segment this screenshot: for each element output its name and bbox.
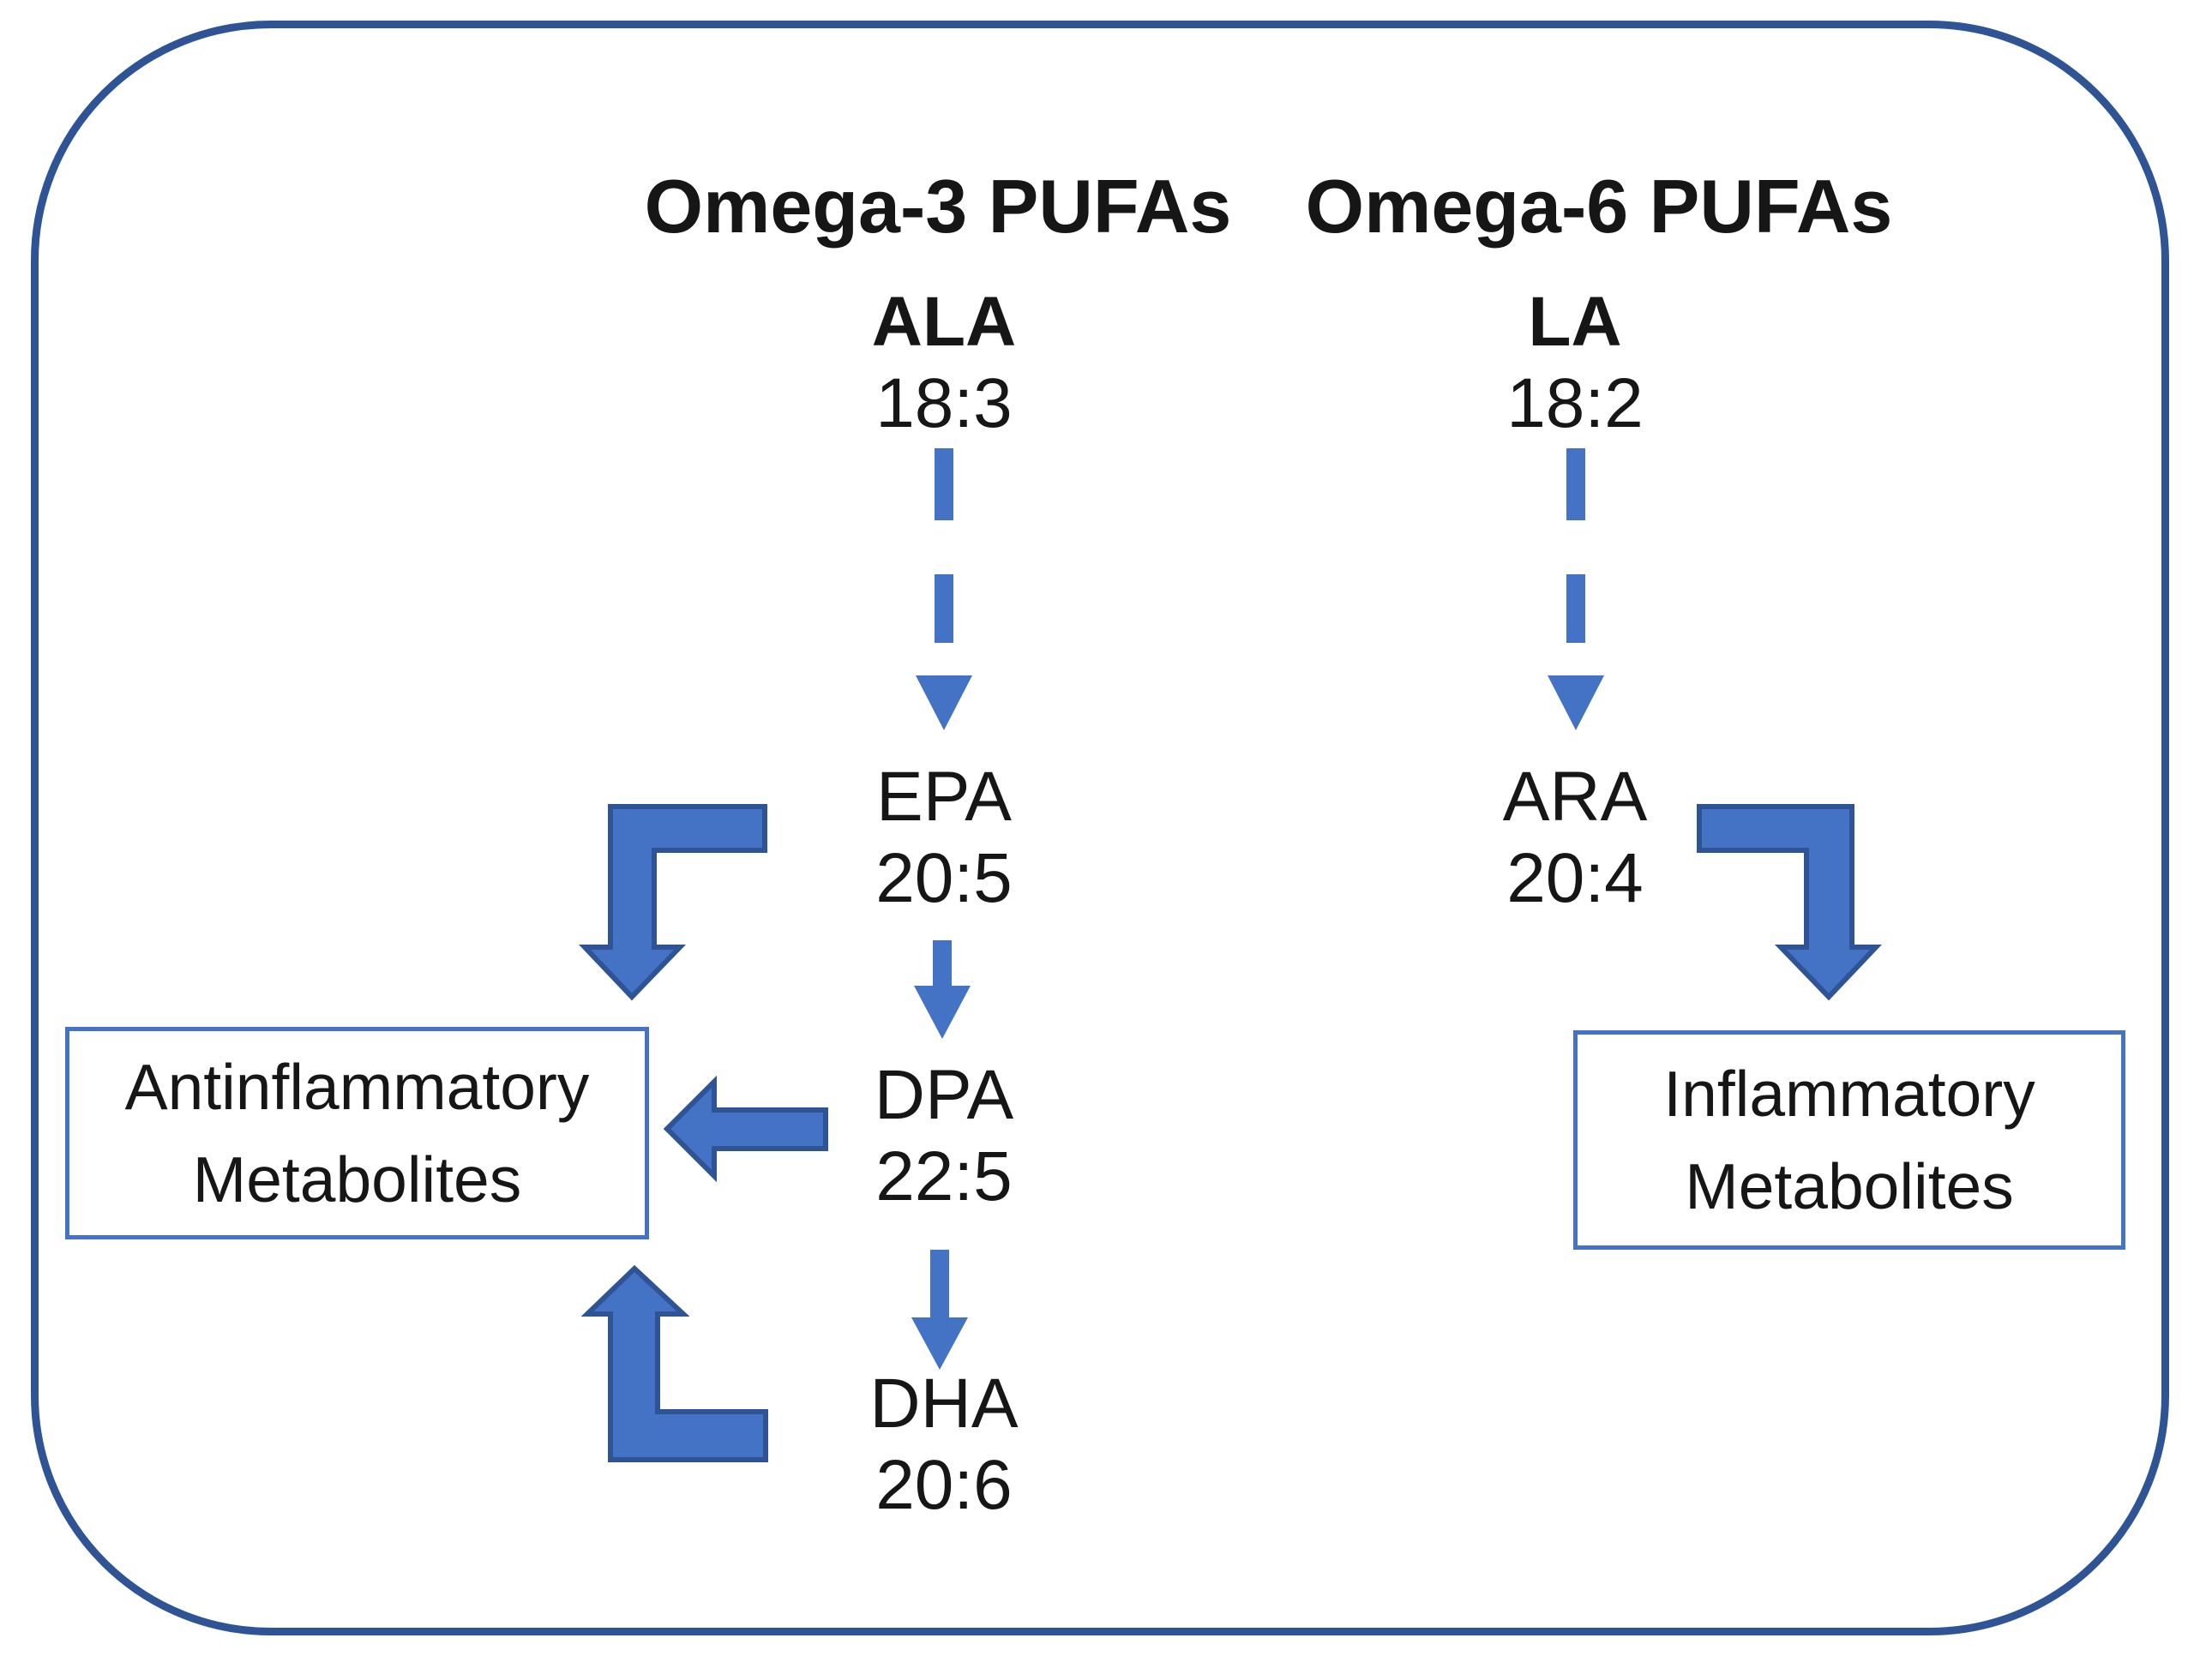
node-ara-name: ARA [1502, 758, 1648, 836]
node-ala-name: ALA [871, 283, 1017, 361]
node-ara-ratio: 20:4 [1506, 839, 1644, 917]
node-dha: DHA 20:6 [772, 1363, 1115, 1526]
dashed-down-arrow-ala-epa-icon [916, 448, 972, 730]
box-inflam-line2: Metabolites [1685, 1150, 2014, 1222]
solid-down-arrow-dpa-dha-icon [911, 1250, 968, 1370]
elbow-arrow-dha-to-antiinflammatory-icon [580, 1264, 768, 1462]
node-ala-ratio: 18:3 [875, 364, 1013, 442]
box-anti-line2: Metabolites [192, 1143, 522, 1215]
node-ala: ALA 18:3 [772, 281, 1115, 444]
node-la-name: LA [1528, 283, 1622, 361]
elbow-arrow-epa-to-antiinflammatory-icon [579, 804, 767, 1001]
node-epa: EPA 20:5 [772, 756, 1115, 919]
box-inflammatory-metabolites: Inflammatory Metabolites [1573, 1030, 2125, 1250]
elbow-arrow-ara-to-inflammatory-icon [1697, 804, 1882, 1001]
solid-down-arrow-epa-dpa-icon [914, 940, 971, 1039]
node-la: LA 18:2 [1404, 281, 1746, 444]
node-ara: ARA 20:4 [1404, 756, 1746, 919]
node-epa-ratio: 20:5 [875, 839, 1013, 917]
left-block-arrow-dpa-to-antiinflammatory-icon [663, 1075, 828, 1183]
box-antiinflammatory-metabolites: Antinflammatory Metabolites [65, 1027, 649, 1239]
diagram-border [31, 21, 2169, 1635]
node-epa-name: EPA [876, 758, 1012, 836]
node-dha-name: DHA [869, 1365, 1019, 1443]
dashed-down-arrow-la-ara-icon [1548, 448, 1604, 730]
node-dpa-ratio: 22:5 [875, 1137, 1013, 1215]
node-dpa-name: DPA [874, 1056, 1014, 1134]
node-dpa: DPA 22:5 [772, 1054, 1115, 1217]
node-la-ratio: 18:2 [1506, 364, 1644, 442]
box-anti-line1: Antinflammatory [124, 1051, 590, 1123]
omega6-column-header: Omega-6 PUFAs [1305, 164, 1893, 249]
omega3-column-header: Omega-3 PUFAs [644, 164, 1232, 249]
node-dha-ratio: 20:6 [875, 1446, 1013, 1524]
box-inflam-line1: Inflammatory [1663, 1058, 2035, 1130]
